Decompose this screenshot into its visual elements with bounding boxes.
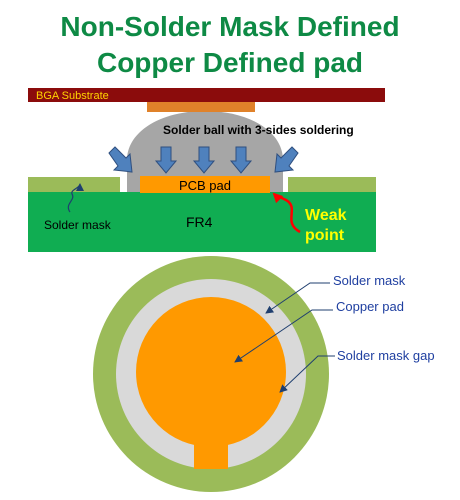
weak-point-label-1: Weak	[305, 207, 347, 224]
title-line-1: Non-Solder Mask Defined	[60, 11, 400, 42]
arrow-diag-left	[108, 146, 133, 173]
callout-copper-pad: Copper pad	[336, 299, 404, 314]
substrate-label: BGA Substrate	[36, 90, 109, 102]
arrow-down-3	[229, 146, 253, 174]
copper-pad-circle	[136, 297, 286, 447]
top-view: Solder mask Copper pad Solder mask gap	[93, 256, 435, 492]
title-line-2: Copper Defined pad	[96, 47, 363, 78]
cross-section: BGA Substrate PCB pad Solder ball with 3…	[28, 88, 385, 252]
callout-line-copper-pad	[234, 309, 333, 363]
arrow-down-1	[154, 146, 178, 174]
pcb-pad	[140, 176, 270, 193]
solder-ball-label: Solder ball with 3-sides soldering	[163, 123, 354, 137]
callout-solder-mask: Solder mask	[333, 273, 406, 288]
callout-line-solder-mask	[265, 282, 330, 314]
solder-mask-left	[28, 177, 120, 192]
solder-mask-right	[288, 177, 376, 192]
weak-point-arrow	[272, 192, 301, 234]
bga-pad	[147, 99, 255, 112]
soldering-arrows	[108, 146, 299, 174]
pcb-pad-label: PCB pad	[179, 178, 231, 193]
callout-solder-mask-gap: Solder mask gap	[337, 348, 435, 363]
solder-mask-pointer	[67, 183, 84, 213]
arrow-diag-right	[274, 146, 299, 173]
arrow-down-2	[192, 146, 216, 174]
solder-mask-label: Solder mask	[44, 218, 112, 232]
fr4-label: FR4	[186, 214, 213, 230]
fr4-board	[28, 192, 376, 252]
callout-line-gap	[279, 355, 335, 393]
copper-pad-trace	[194, 428, 228, 469]
bga-substrate	[28, 88, 385, 102]
weak-point-label-2: point	[305, 227, 345, 244]
